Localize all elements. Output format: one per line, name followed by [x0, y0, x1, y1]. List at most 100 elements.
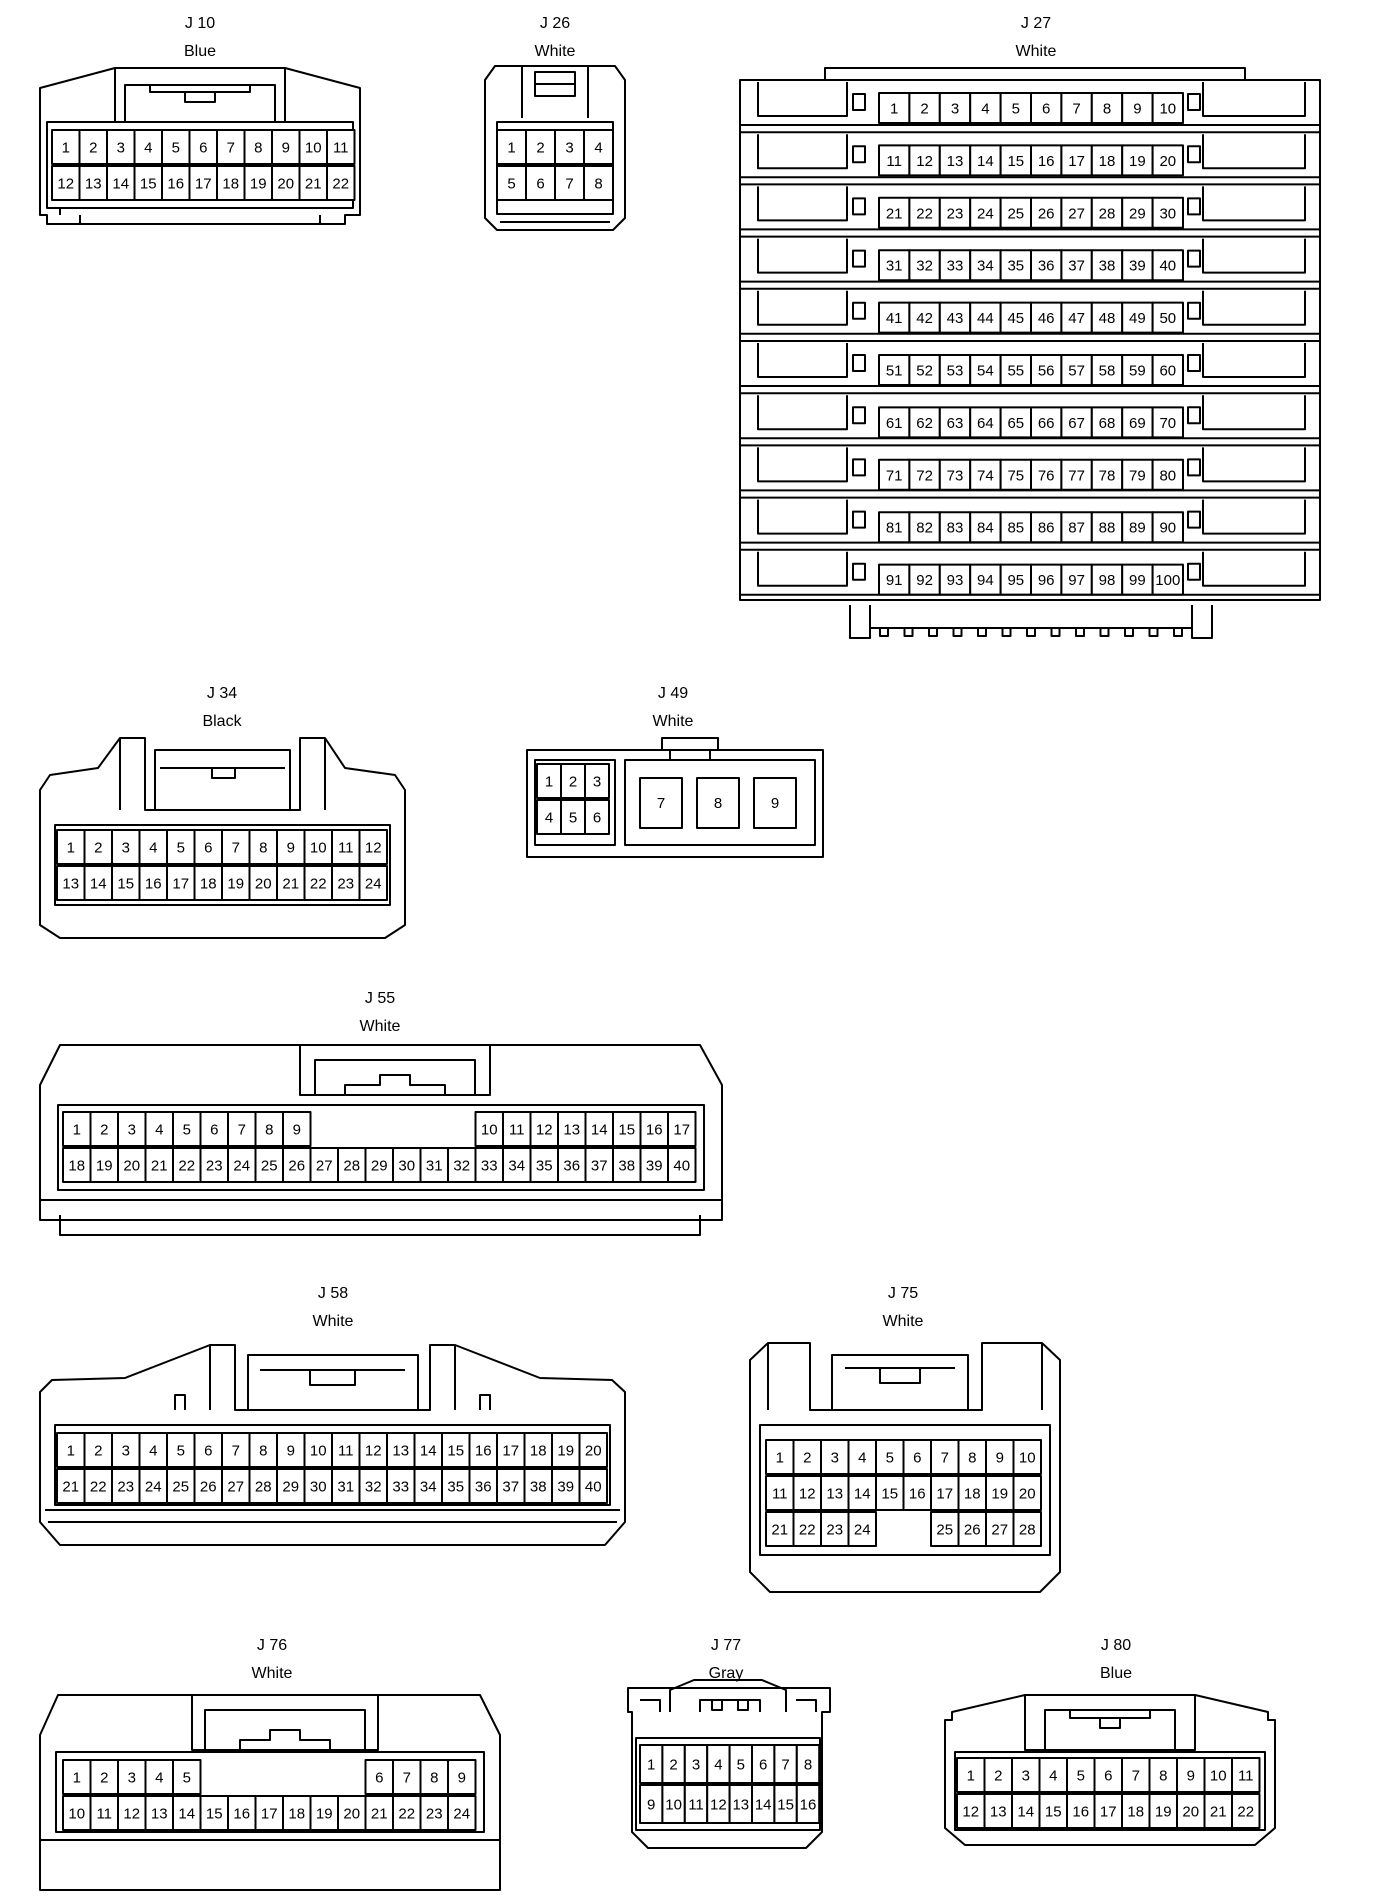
- pin-number: 5: [507, 176, 515, 193]
- j27-tooth: [1099, 628, 1110, 637]
- pin-j27-64: 64: [969, 406, 1002, 439]
- pin-number: 4: [149, 1443, 157, 1460]
- pin-j49-3: 3: [584, 763, 610, 799]
- pin-cell: [62, 1147, 92, 1183]
- pin-j75-27: 27: [985, 1511, 1015, 1547]
- pin-j80-19: 19: [1148, 1793, 1178, 1829]
- pin-number: 10: [665, 1797, 682, 1814]
- pin-cell: [1231, 1757, 1261, 1793]
- pin-j77-12: 12: [706, 1784, 731, 1824]
- pin-cell: [902, 1475, 932, 1511]
- pin-j58-34: 34: [413, 1468, 443, 1504]
- pin-cell: [474, 1111, 504, 1147]
- pin-number: 18: [68, 1158, 85, 1175]
- pin-j10-15: 15: [133, 165, 163, 201]
- pin-cell: [938, 301, 972, 334]
- pin-number: 18: [288, 1806, 305, 1823]
- pin-number: 1: [67, 1443, 75, 1460]
- pin-cell: [358, 865, 388, 901]
- pin-cell: [337, 1795, 367, 1831]
- pin-j58-15: 15: [441, 1432, 471, 1468]
- pin-j49-9: 9: [753, 777, 797, 829]
- pin-number: 3: [122, 840, 130, 857]
- pin-j58-9: 9: [276, 1432, 306, 1468]
- pin-j27-39: 39: [1121, 249, 1154, 282]
- pin-j55-26: 26: [282, 1147, 312, 1183]
- connector-j34-color: Black: [202, 713, 242, 730]
- pin-number: 30: [398, 1158, 415, 1175]
- pin-cell: [525, 165, 556, 201]
- pin-number: 2: [94, 840, 102, 857]
- pin-j80-3: 3: [1011, 1757, 1041, 1793]
- pin-number: 12: [710, 1797, 727, 1814]
- connector-j49-housing: [526, 749, 824, 858]
- pin-j27-26: 26: [1030, 196, 1063, 229]
- pin-number: 26: [1038, 205, 1055, 222]
- pin-j75-18: 18: [957, 1475, 987, 1511]
- pin-j58-25: 25: [166, 1468, 196, 1504]
- pin-cell: [364, 1147, 394, 1183]
- pin-number: 16: [909, 1486, 926, 1503]
- pin-cell: [1066, 1793, 1096, 1829]
- pin-number: 22: [916, 205, 933, 222]
- pin-number: 7: [565, 176, 573, 193]
- pin-number: 13: [732, 1797, 749, 1814]
- pin-number: 21: [1210, 1804, 1227, 1821]
- pin-j76-16: 16: [227, 1795, 257, 1831]
- pin-number: 4: [149, 840, 157, 857]
- pin-j27-35: 35: [999, 249, 1032, 282]
- pin-j27-59: 59: [1121, 354, 1154, 386]
- pin-number: 7: [657, 795, 665, 812]
- pin-cell: [303, 1468, 333, 1504]
- j27-outline: [739, 80, 1321, 601]
- pin-j10-6: 6: [188, 129, 218, 165]
- pin-cell: [419, 1147, 449, 1183]
- pin-number: 52: [916, 363, 933, 380]
- pin-j10-8: 8: [243, 129, 273, 165]
- pin-j58-18: 18: [523, 1432, 553, 1468]
- pin-number: 35: [447, 1479, 464, 1496]
- pin-j55-22: 22: [172, 1147, 202, 1183]
- connector-j34-frame: [54, 824, 391, 906]
- j27-tooth: [879, 628, 889, 637]
- pin-j55-14: 14: [584, 1111, 614, 1147]
- pin-cell: [51, 129, 81, 165]
- pin-number: 22: [332, 176, 349, 193]
- j27-row-stop-right: [1187, 510, 1201, 529]
- pin-j77-15: 15: [773, 1784, 798, 1824]
- pin-j80-8: 8: [1148, 1757, 1178, 1793]
- pin-number: 40: [585, 1479, 602, 1496]
- pin-number: 19: [250, 176, 267, 193]
- pin-j27-1: 1: [878, 92, 911, 124]
- pin-number: 39: [557, 1479, 574, 1496]
- pin-number: 43: [947, 310, 964, 327]
- pin-j26-8: 8: [583, 165, 614, 201]
- pin-cell: [523, 1432, 553, 1468]
- pin-cell: [969, 406, 1002, 439]
- pin-j27-69: 69: [1121, 406, 1154, 439]
- pin-number: 24: [854, 1522, 871, 1539]
- pin-cell: [878, 406, 911, 439]
- j27-row-stop-left: [852, 562, 866, 581]
- pin-cell: [271, 129, 301, 165]
- pin-cell: [1151, 144, 1185, 177]
- pin-cell: [1060, 354, 1093, 386]
- pin-number: 48: [1099, 310, 1116, 327]
- pin-cell: [557, 1111, 587, 1147]
- pin-number: 8: [804, 1757, 812, 1774]
- pin-number: 3: [1022, 1768, 1030, 1785]
- pin-j27-55: 55: [999, 354, 1032, 386]
- pin-number: 2: [89, 140, 97, 157]
- pin-number: 7: [238, 1122, 246, 1139]
- pin-number: 19: [227, 876, 244, 893]
- pin-j34-4: 4: [138, 829, 168, 865]
- j27-tooth: [1050, 628, 1061, 637]
- pin-number: 6: [593, 810, 601, 827]
- pin-j76-8: 8: [419, 1759, 449, 1795]
- pin-j77-10: 10: [661, 1784, 686, 1824]
- pin-cell: [106, 165, 136, 201]
